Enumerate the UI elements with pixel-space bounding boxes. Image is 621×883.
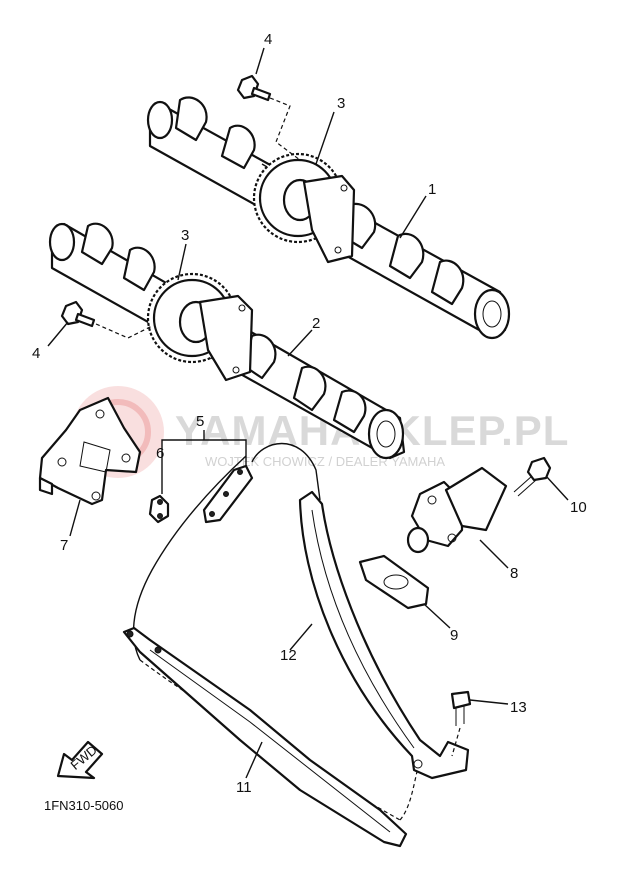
chain-guide-front (122, 626, 408, 848)
chain-tensioner (406, 466, 508, 554)
callout-1: 3 (337, 95, 345, 112)
callout-2: 1 (428, 181, 436, 198)
bolt-upper (236, 74, 301, 161)
callout-3: 3 (181, 227, 189, 244)
bolt-lower (60, 300, 153, 339)
bolt-tensioner (513, 456, 552, 497)
callout-7: 5 (196, 413, 204, 430)
callout-9: 7 (60, 537, 68, 554)
tensioner-gasket (358, 554, 430, 610)
callout-8: 6 (156, 445, 164, 462)
bolt-guide (450, 690, 472, 757)
callouts: 3 1 3 2 4 4 5 6 7 8 9 10 11 12 13 (32, 31, 587, 796)
chain-joint (202, 464, 254, 524)
bracket-lines (161, 430, 247, 494)
callout-5: 4 (264, 31, 272, 48)
callout-11: 9 (450, 627, 458, 644)
callout-12: 10 (570, 499, 587, 516)
sprocket-upper (252, 152, 356, 264)
diagram-code: 1FN310-5060 (44, 798, 124, 813)
callout-15: 13 (510, 699, 527, 716)
guide-bracket (38, 396, 142, 506)
callout-14: 12 (280, 647, 297, 664)
callout-6: 4 (32, 345, 40, 362)
chain-link (148, 494, 170, 524)
sprocket-lower (146, 272, 254, 382)
callout-10: 8 (510, 565, 518, 582)
leader-lines (47, 47, 569, 779)
callout-13: 11 (236, 779, 252, 796)
callout-4: 2 (312, 315, 320, 332)
fwd-arrow-icon: FWD (56, 740, 104, 780)
chain-guide-rear (298, 490, 470, 780)
